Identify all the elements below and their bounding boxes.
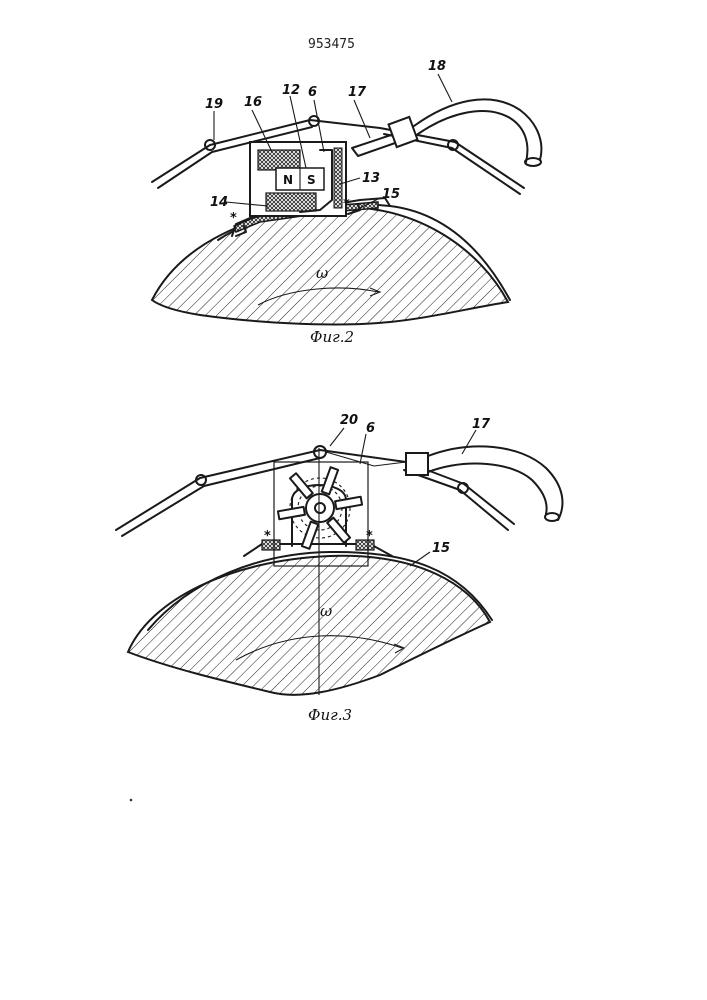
- fig3-caption: Фиг.3: [308, 706, 352, 724]
- svg-text:*: *: [343, 197, 350, 212]
- fig2-magnet-south: S: [307, 173, 316, 187]
- fig2-nozzle: [352, 134, 398, 156]
- fig2-workpiece: [152, 207, 508, 324]
- figure-3: ω * *: [116, 413, 562, 724]
- figure-2: ω N S * *: [152, 59, 541, 346]
- fig3-turbine: [278, 467, 362, 549]
- fig2-magnet-north: N: [283, 173, 293, 187]
- fig3-label-15: 15: [432, 541, 450, 556]
- fig3-label-17: 17: [472, 417, 491, 432]
- fig3-label-20: 20: [340, 413, 358, 428]
- fig2-caption: Фиг.2: [310, 328, 354, 346]
- svg-text:*: *: [366, 529, 373, 544]
- fig2-label-15: 15: [382, 187, 400, 202]
- svg-text:*: *: [230, 211, 237, 226]
- fig3-sleeve: [406, 453, 428, 475]
- fig2-label-13: 13: [362, 171, 380, 186]
- fig2-label-17: 17: [348, 85, 367, 100]
- fig2-label-18: 18: [428, 59, 446, 74]
- fig2-label-12: 12: [282, 83, 300, 98]
- fig2-label-19: 19: [205, 97, 223, 112]
- fig3-workpiece: [128, 556, 490, 695]
- fig2-label-14: 14: [210, 195, 228, 210]
- fig2-coil-bottom: [266, 193, 316, 211]
- fig2-spring-plate: [334, 148, 342, 208]
- speck: [130, 799, 133, 802]
- fig3-label-6: 6: [366, 421, 375, 436]
- fig3-omega: ω: [320, 602, 332, 620]
- fig2-label-16: 16: [244, 95, 262, 110]
- fig2-sleeve: [389, 117, 418, 147]
- fig2-label-6: 6: [308, 85, 317, 100]
- svg-text:*: *: [264, 529, 271, 544]
- fig2-coil-top: [258, 150, 300, 170]
- fig2-omega: ω: [316, 264, 328, 282]
- patent-number: 953475: [308, 37, 355, 52]
